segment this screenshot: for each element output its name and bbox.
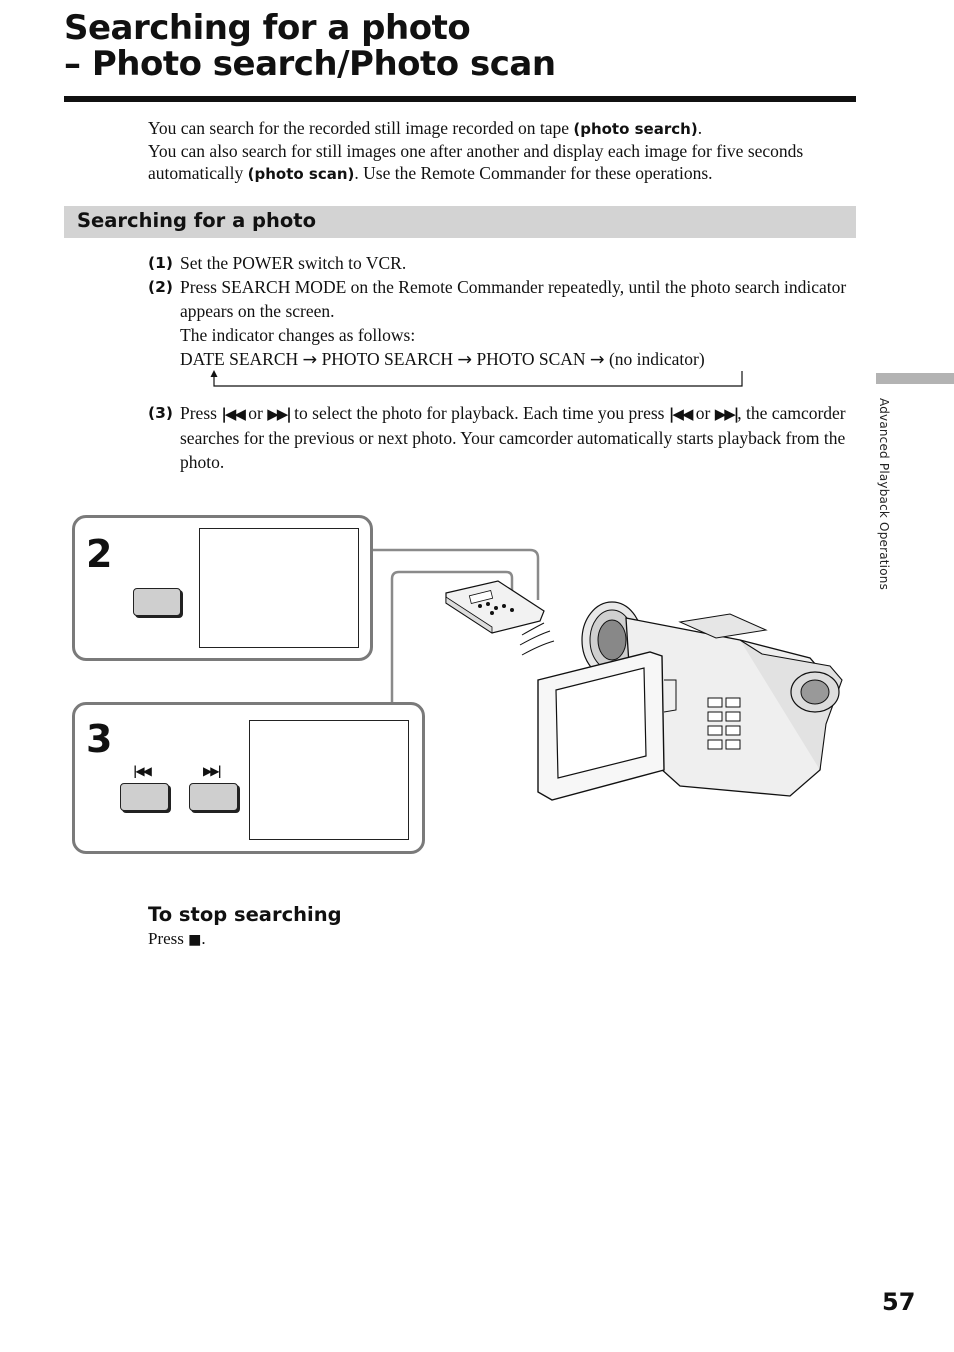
step-3-t1: Press bbox=[180, 403, 222, 423]
intro-paragraph: You can search for the recorded still im… bbox=[148, 117, 858, 185]
stop-text: Press ■. bbox=[148, 929, 206, 949]
seq-date-search: DATE SEARCH bbox=[180, 349, 299, 369]
prev-icon: |◀◀ bbox=[221, 405, 246, 423]
search-mode-button[interactable] bbox=[133, 588, 181, 616]
step-1-text: Set the POWER switch to VCR. bbox=[180, 253, 407, 273]
intro-text-2: You can also search for still images one… bbox=[148, 141, 804, 183]
title-rule bbox=[64, 96, 856, 102]
seq-photo-search: PHOTO SEARCH bbox=[321, 349, 454, 369]
prev-icon: |◀◀ bbox=[668, 405, 694, 423]
figure-panel-2-number: 2 bbox=[86, 532, 113, 576]
figure-panel-3-number: 3 bbox=[86, 717, 113, 761]
step-3-text: Press |◀◀ or ▶▶| to select the photo for… bbox=[180, 401, 860, 474]
page-title: Searching for a photo – Photo search/Pho… bbox=[64, 10, 556, 82]
intro-end-1: . bbox=[697, 118, 703, 138]
camcorder-icon bbox=[537, 601, 843, 801]
figure-panel-2: 2 bbox=[72, 515, 373, 661]
step-3-t5: , the camcorder searches for the previou… bbox=[180, 403, 846, 472]
indicator-sequence: DATE SEARCH → PHOTO SEARCH → PHOTO SCAN … bbox=[180, 347, 860, 372]
step-3-t3: to select the photo for playback. Each t… bbox=[289, 403, 669, 423]
screen-display-3 bbox=[249, 720, 409, 840]
seq-no-indicator: (no indicator) bbox=[608, 349, 705, 369]
connector-lines bbox=[372, 548, 540, 703]
seq-arrow-icon: → bbox=[302, 350, 318, 370]
remote-commander-icon bbox=[445, 580, 555, 656]
stop-icon: ■ bbox=[188, 932, 202, 948]
step-2-text: Press SEARCH MODE on the Remote Commande… bbox=[180, 277, 847, 321]
step-3-t2: or bbox=[243, 403, 268, 423]
step-3-number: (3) bbox=[148, 404, 173, 422]
return-loop-arrow-icon bbox=[210, 370, 743, 387]
seq-arrow-icon: → bbox=[457, 350, 473, 370]
next-icon: ▶▶| bbox=[714, 405, 740, 423]
intro-bold-photo-scan: (photo scan) bbox=[247, 165, 355, 183]
step-2-note: The indicator changes as follows: bbox=[180, 325, 416, 345]
page-number: 57 bbox=[882, 1288, 916, 1316]
figure-panel-3: 3 |◀◀ ▶▶| bbox=[72, 702, 425, 854]
stop-t1: Press bbox=[148, 929, 189, 948]
section-heading: Searching for a photo bbox=[77, 209, 316, 232]
side-tab-label: Advanced Playback Operations bbox=[877, 398, 891, 591]
stop-t2: . bbox=[201, 929, 206, 948]
section-heading-bar: Searching for a photo bbox=[64, 206, 856, 238]
stop-heading: To stop searching bbox=[148, 903, 342, 926]
page-title-line2: – Photo search/Photo scan bbox=[64, 44, 556, 84]
next-button[interactable] bbox=[189, 783, 238, 811]
prev-button[interactable] bbox=[120, 783, 169, 811]
step-2-number: (2) bbox=[148, 278, 173, 296]
next-icon: ▶▶| bbox=[203, 764, 222, 778]
seq-arrow-icon: → bbox=[589, 350, 605, 370]
next-icon: ▶▶| bbox=[267, 405, 292, 423]
seq-photo-scan: PHOTO SCAN bbox=[476, 349, 586, 369]
screen-display-2 bbox=[199, 528, 359, 648]
step-3-t4: or bbox=[691, 403, 715, 423]
prev-icon: |◀◀ bbox=[133, 764, 152, 778]
side-tab-bar bbox=[876, 373, 954, 384]
page-title-line1: Searching for a photo bbox=[64, 8, 471, 48]
intro-bold-photo-search: (photo search) bbox=[573, 120, 698, 138]
intro-text-1: You can search for the recorded still im… bbox=[148, 118, 574, 138]
intro-end-2: . Use the Remote Commander for these ope… bbox=[354, 163, 713, 183]
step-1-number: (1) bbox=[148, 254, 173, 272]
